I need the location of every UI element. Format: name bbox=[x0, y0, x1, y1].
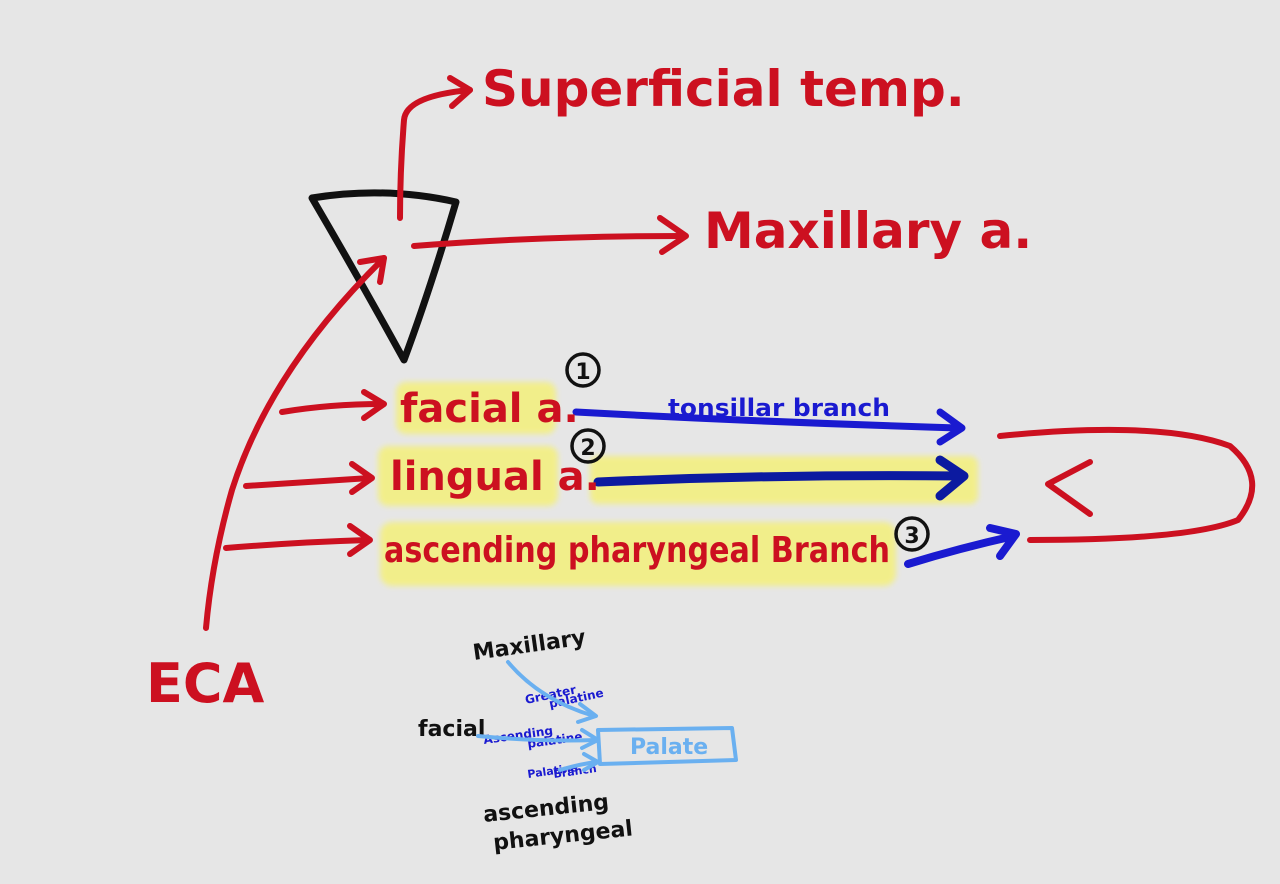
arrow-head-ascending bbox=[347, 523, 373, 557]
ascending-blue-arrow-line bbox=[904, 532, 1018, 568]
lingual-branch-line bbox=[243, 475, 373, 489]
arrow-head-ascending-blue bbox=[986, 524, 1020, 560]
tonsillar-arrow-line bbox=[572, 408, 962, 432]
label-ascending-pharyngeal: ascending pharyngeal Branch bbox=[384, 530, 890, 571]
highlight-ascending-pharyngeal bbox=[380, 522, 896, 586]
arrow-head-trunk bbox=[357, 255, 387, 285]
number-3: 3 bbox=[904, 524, 919, 549]
circle-2 bbox=[570, 428, 606, 464]
facial-branch-line bbox=[279, 401, 385, 415]
arrow-head-lingual-blue bbox=[935, 455, 969, 501]
label-facial-a: facial a. bbox=[400, 386, 579, 432]
palate-box bbox=[596, 726, 738, 766]
arrow-head-maxillary bbox=[657, 215, 689, 255]
maxillary-line bbox=[411, 233, 687, 249]
blue-arrows bbox=[572, 408, 1020, 568]
label-superficial-temp: Superficial temp. bbox=[482, 60, 965, 118]
sub-label-maxillary: Maxillary bbox=[471, 625, 587, 666]
sub-arrow-ascending bbox=[476, 734, 598, 743]
eca-trunk-branches bbox=[203, 75, 1256, 631]
sub-arrow-palatine bbox=[558, 760, 598, 772]
arrow-head-facial bbox=[361, 389, 387, 421]
arrow-head-lingual bbox=[349, 461, 375, 495]
eca-trunk-line bbox=[203, 255, 387, 631]
number-1: 1 bbox=[575, 360, 590, 385]
sub-label-facial: facial bbox=[418, 717, 485, 742]
sub-arrow-greater bbox=[506, 660, 596, 718]
circle-3 bbox=[894, 516, 930, 552]
sub-arrow-head-greater bbox=[576, 702, 598, 724]
ascending-branch-line bbox=[223, 537, 371, 551]
highlight-facial bbox=[396, 382, 556, 434]
sub-label-palate: Palate bbox=[630, 735, 708, 760]
circle-1 bbox=[565, 352, 601, 388]
red-labels: Superficial temp. Maxillary a. facial a.… bbox=[146, 60, 1032, 715]
highlight-lingual bbox=[378, 446, 558, 506]
number-markers: 1 2 3 bbox=[565, 352, 930, 552]
highlights bbox=[378, 382, 978, 586]
palate-sub-diagram: Maxillary facial ascending pharyngeal Gr… bbox=[418, 625, 738, 856]
label-tonsillar-branch: tonsillar branch bbox=[668, 394, 890, 422]
lingual-blue-arrow-line bbox=[593, 471, 967, 487]
tonsil-u-shape bbox=[997, 426, 1256, 543]
tonsil-less-than bbox=[1045, 459, 1093, 517]
arrow-head-superficial bbox=[447, 75, 473, 109]
label-lingual-a: lingual a. bbox=[390, 454, 600, 500]
number-2: 2 bbox=[580, 436, 595, 461]
triangle-shape bbox=[308, 189, 460, 364]
label-eca: ECA bbox=[146, 652, 265, 715]
superficial-temp-line bbox=[397, 87, 473, 221]
arrow-head-tonsillar bbox=[936, 408, 966, 446]
label-maxillary-a: Maxillary a. bbox=[704, 202, 1032, 260]
